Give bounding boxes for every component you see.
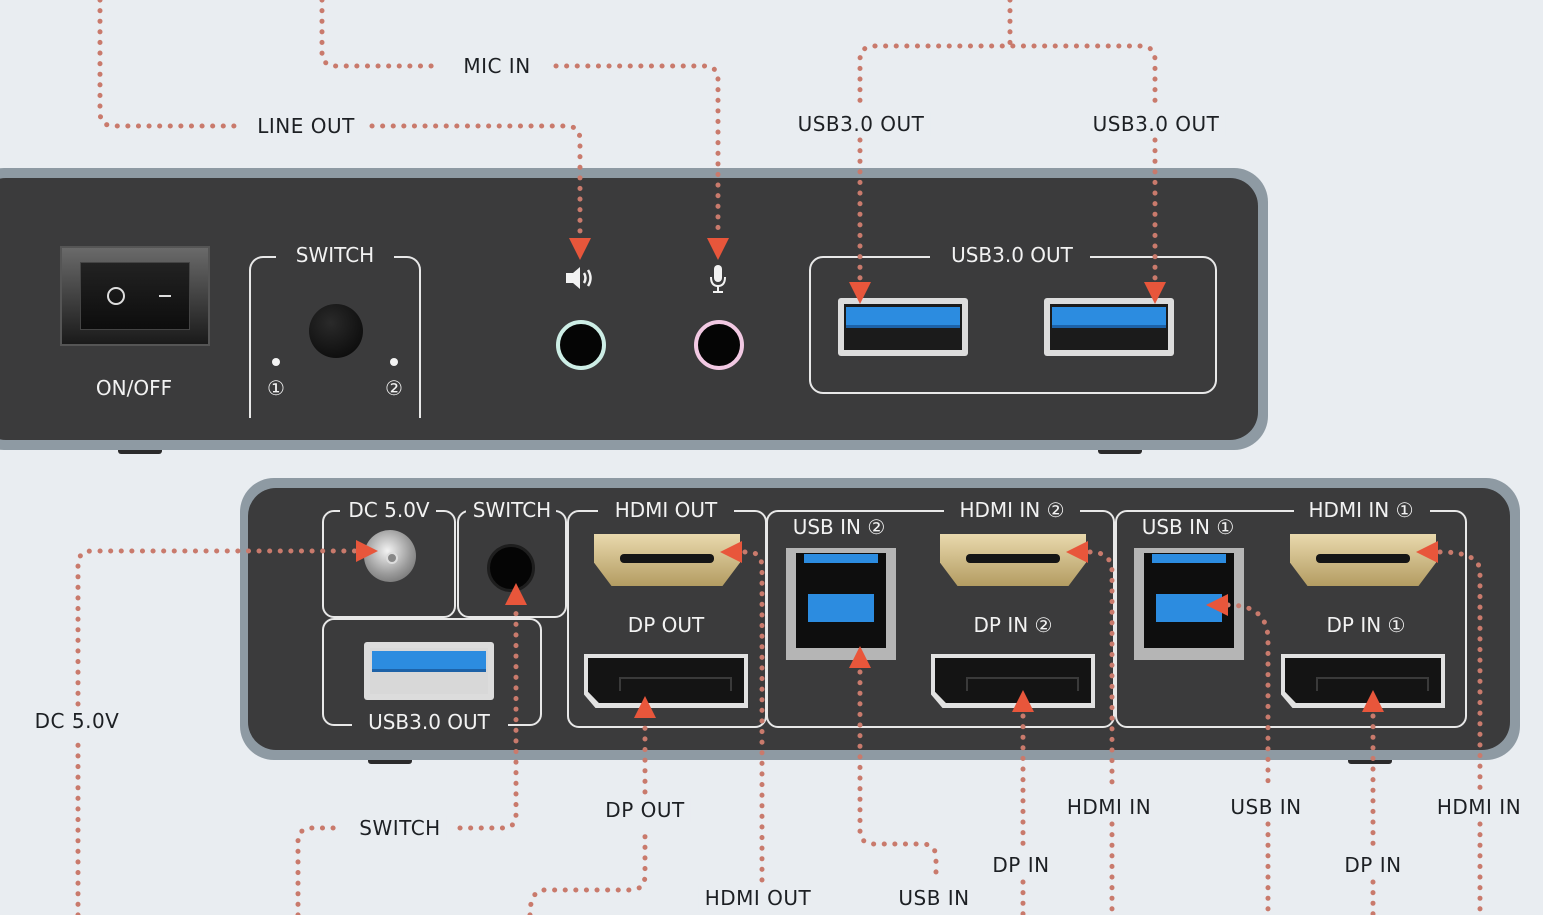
switch-push-button[interactable]	[309, 304, 363, 358]
dp-in-1-arrow	[1362, 690, 1384, 712]
power-off-symbol	[107, 287, 125, 305]
led-2-label: ②	[385, 376, 403, 400]
callout-usb-in-2: USB IN	[892, 886, 976, 910]
frame-gap	[944, 505, 1080, 515]
callout-hdmi-in-2: HDMI IN	[1060, 795, 1158, 819]
led-1	[272, 358, 280, 366]
front-usb-port-2[interactable]	[1044, 298, 1174, 356]
dp-out-label: DP OUT	[627, 613, 705, 637]
usb-in-1-label: USB IN ①	[1141, 515, 1235, 539]
rocker-face	[80, 262, 190, 330]
usb-in-2-port[interactable]	[786, 548, 896, 660]
callout-dp-out: DP OUT	[599, 798, 691, 822]
led-2	[390, 358, 398, 366]
frame-gap	[598, 505, 734, 515]
rear-usb-out-label: USB3.0 OUT	[368, 710, 490, 734]
power-rocker-switch[interactable]	[60, 246, 210, 346]
usb-out-arrow-left	[849, 282, 871, 304]
usb-in-2-label: USB IN ②	[792, 515, 886, 539]
rear-panel-foot-right	[1348, 758, 1392, 764]
callout-switch: SWITCH	[353, 816, 447, 840]
front-usb-port-1[interactable]	[838, 298, 968, 356]
dp-in-2-label: DP IN ②	[973, 613, 1053, 637]
front-panel-foot-right	[1098, 448, 1142, 454]
usb-in-2-arrow	[849, 646, 871, 668]
dp-in-1-label: DP IN ①	[1326, 613, 1406, 637]
line-out-arrow	[569, 238, 591, 260]
speaker-icon	[564, 264, 596, 299]
callout-usb-in-1: USB IN	[1224, 795, 1308, 819]
hdmi-in-2-label: HDMI IN ②	[959, 498, 1065, 522]
hdmi-in-2-port[interactable]	[940, 534, 1086, 586]
frame-gap	[466, 505, 556, 515]
dp-out-arrow	[634, 696, 656, 718]
hdmi-out-port[interactable]	[594, 534, 740, 586]
hdmi-in-2-arrow	[1066, 541, 1088, 563]
frame-gap	[1294, 505, 1430, 515]
usb-out-arrow-right	[1144, 282, 1166, 304]
hdmi-in-1-arrow	[1416, 541, 1438, 563]
hdmi-out-label: HDMI OUT	[614, 498, 718, 522]
microphone-icon	[708, 264, 728, 301]
rear-switch-arrow	[505, 583, 527, 605]
callout-usb-out-right: USB3.0 OUT	[1086, 112, 1226, 136]
callout-dc: DC 5.0V	[28, 709, 126, 733]
callout-line-out: LINE OUT	[251, 114, 361, 138]
front-switch-label: SWITCH	[295, 243, 375, 267]
front-panel-foot-left	[118, 448, 162, 454]
dp-out-port[interactable]	[584, 654, 748, 708]
callout-mic-in: MIC IN	[457, 54, 537, 78]
callout-dp-in-1: DP IN	[1338, 853, 1408, 877]
power-switch-label: ON/OFF	[95, 376, 173, 400]
callout-hdmi-in-1: HDMI IN	[1430, 795, 1528, 819]
callout-dp-in-2: DP IN	[986, 853, 1056, 877]
frame-gap	[340, 505, 436, 515]
rear-usb-out-port[interactable]	[364, 642, 494, 700]
dc-label: DC 5.0V	[348, 498, 430, 522]
hdmi-in-1-port[interactable]	[1290, 534, 1436, 586]
usb-in-1-arrow	[1206, 594, 1228, 616]
mic-in-arrow	[707, 238, 729, 260]
power-on-symbol	[159, 295, 171, 297]
hdmi-out-arrow	[720, 541, 742, 563]
line-out-jack[interactable]	[556, 320, 606, 370]
dc-arrow	[356, 540, 378, 562]
hdmi-in-1-label: HDMI IN ①	[1308, 498, 1414, 522]
mic-in-jack[interactable]	[694, 320, 744, 370]
callout-hdmi-out: HDMI OUT	[698, 886, 818, 910]
rear-switch-label: SWITCH	[472, 498, 552, 522]
frame-gap	[276, 252, 394, 262]
dp-in-2-arrow	[1012, 690, 1034, 712]
front-usb-group-label: USB3.0 OUT	[951, 243, 1073, 267]
led-1-label: ①	[267, 376, 285, 400]
callout-usb-out-left: USB3.0 OUT	[791, 112, 931, 136]
